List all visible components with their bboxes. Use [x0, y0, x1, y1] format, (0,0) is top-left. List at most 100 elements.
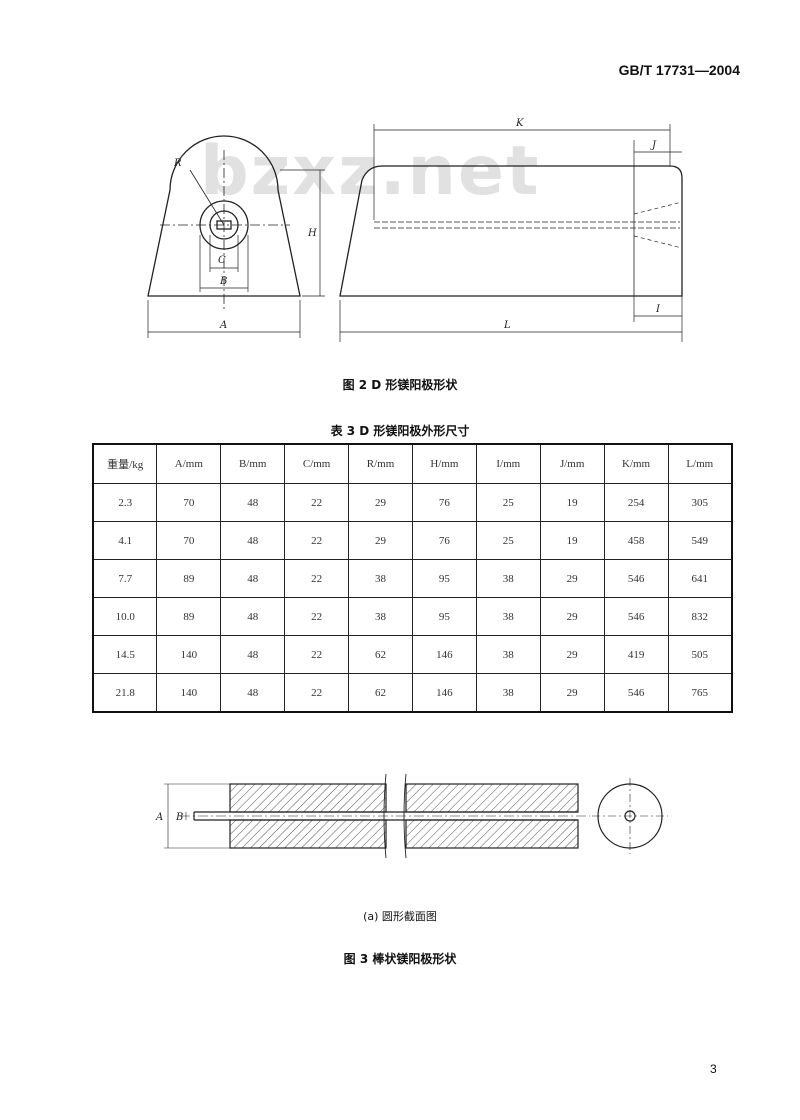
table-cell: 641 — [667, 559, 733, 598]
table-cell: 22 — [284, 521, 350, 560]
table-cell: 2.3 — [92, 483, 158, 522]
header-H: H/mm — [411, 443, 477, 484]
table-cell: 19 — [539, 521, 605, 560]
figure-3-svg: A B — [155, 773, 668, 859]
table-cell: 19 — [539, 483, 605, 522]
header-I: I/mm — [475, 443, 541, 484]
table-cell: 62 — [348, 635, 413, 674]
table-cell: 22 — [284, 635, 350, 674]
label-R: R — [173, 158, 182, 169]
figure-2-caption: 图 2 D 形镁阳极形状 — [342, 378, 458, 392]
figure-2-svg: R C B A H K J I L — [147, 118, 683, 342]
table-cell: 22 — [284, 559, 350, 598]
label-C: C — [218, 255, 226, 266]
label-B: B — [219, 276, 227, 287]
side-view-outline — [339, 165, 683, 297]
label-A: A — [219, 320, 227, 331]
table-cell: 48 — [220, 559, 286, 598]
table-cell: 38 — [348, 559, 413, 598]
rod-left-upper — [229, 783, 387, 813]
end-view-outline — [147, 135, 301, 297]
table-cell: 29 — [539, 673, 605, 713]
label-L: L — [503, 320, 511, 331]
table-row: 2.3 70 48 22 29 76 25 19 254 305 — [92, 483, 733, 522]
header-K: K/mm — [603, 443, 669, 484]
table-cell: 29 — [539, 597, 605, 636]
table-cell: 48 — [220, 597, 286, 636]
table-header-row: 重量/kg A/mm B/mm C/mm R/mm H/mm I/mm J/mm… — [92, 443, 733, 484]
table-cell: 38 — [475, 559, 541, 598]
table-cell: 765 — [667, 673, 733, 713]
table-cell: 832 — [667, 597, 733, 636]
figure-3a-caption: (a) 圆形截面图 — [363, 910, 437, 923]
table-cell: 25 — [475, 483, 541, 522]
table-cell: 546 — [603, 597, 669, 636]
table-row: 10.0 89 48 22 38 95 38 29 546 832 — [92, 597, 733, 636]
table-cell: 76 — [411, 483, 477, 522]
label-B: B — [175, 812, 183, 823]
table-cell: 22 — [284, 483, 350, 522]
table-cell: 89 — [156, 597, 222, 636]
table-cell: 48 — [220, 521, 286, 560]
table-3-title: 表 3 D 形镁阳极外形尺寸 — [330, 424, 470, 438]
table-cell: 140 — [156, 673, 222, 713]
rod-right-upper — [405, 783, 579, 813]
table-cell: 38 — [475, 673, 541, 713]
table-cell: 25 — [475, 521, 541, 560]
table-cell: 89 — [156, 559, 222, 598]
figure-3-caption: 图 3 棒状镁阳极形状 — [343, 952, 457, 966]
label-K: K — [515, 118, 524, 129]
table-cell: 549 — [667, 521, 733, 560]
table-cell: 546 — [603, 559, 669, 598]
rod-right-lower — [405, 819, 579, 849]
table-cell: 4.1 — [92, 521, 158, 560]
table-cell: 48 — [220, 673, 286, 713]
table-cell: 29 — [348, 483, 413, 522]
table-cell: 76 — [411, 521, 477, 560]
table-cell: 62 — [348, 673, 413, 713]
table-cell: 22 — [284, 673, 350, 713]
label-H: H — [307, 228, 317, 239]
header-J: J/mm — [539, 443, 605, 484]
table-cell: 48 — [220, 483, 286, 522]
table-cell: 70 — [156, 521, 222, 560]
table-cell: 7.7 — [92, 559, 158, 598]
header-R: R/mm — [348, 443, 413, 484]
table-cell: 14.5 — [92, 635, 158, 674]
header-weight: 重量/kg — [92, 443, 158, 484]
standard-code: GB/T 17731—2004 — [618, 62, 740, 78]
table-cell: 48 — [220, 635, 286, 674]
table-cell: 146 — [411, 635, 477, 674]
table-cell: 29 — [539, 559, 605, 598]
table-cell: 419 — [603, 635, 669, 674]
page-number: 3 — [710, 1062, 717, 1076]
table-cell: 29 — [348, 521, 413, 560]
table-row: 14.5 140 48 22 62 146 38 29 419 505 — [92, 635, 733, 674]
table-cell: 546 — [603, 673, 669, 713]
table-row: 4.1 70 48 22 29 76 25 19 458 549 — [92, 521, 733, 560]
table-cell: 22 — [284, 597, 350, 636]
table-cell: 38 — [348, 597, 413, 636]
table-cell: 10.0 — [92, 597, 158, 636]
table-row: 21.8 140 48 22 62 146 38 29 546 765 — [92, 673, 733, 713]
label-A: A — [155, 812, 163, 823]
table-cell: 305 — [667, 483, 733, 522]
label-I: I — [655, 304, 661, 315]
table-row: 7.7 89 48 22 38 95 38 29 546 641 — [92, 559, 733, 598]
table-cell: 254 — [603, 483, 669, 522]
header-A: A/mm — [156, 443, 222, 484]
header-B: B/mm — [220, 443, 286, 484]
table-cell: 38 — [475, 597, 541, 636]
figure-2-drawing: R C B A H K J I L — [130, 110, 700, 350]
figure-3-drawing: A B — [150, 770, 670, 860]
table-cell: 458 — [603, 521, 669, 560]
table-cell: 70 — [156, 483, 222, 522]
table-cell: 146 — [411, 673, 477, 713]
table-3: 重量/kg A/mm B/mm C/mm R/mm H/mm I/mm J/mm… — [92, 443, 733, 713]
table-cell: 29 — [539, 635, 605, 674]
header-L: L/mm — [667, 443, 733, 484]
table-cell: 95 — [411, 597, 477, 636]
watermark: bzxz.net — [200, 132, 541, 211]
table-cell: 21.8 — [92, 673, 158, 713]
header-C: C/mm — [284, 443, 350, 484]
